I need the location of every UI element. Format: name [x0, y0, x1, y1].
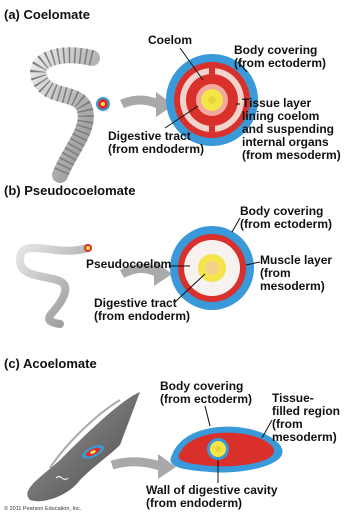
roundworm-icon: [20, 244, 92, 324]
tissue-layer-label: Tissue layer lining coelom and suspendin…: [242, 97, 341, 162]
muscle-layer-label: Muscle layer (from mesoderm): [260, 254, 332, 293]
arrow-c: [112, 454, 176, 479]
digestive-cavity-label: Wall of digestive cavity (from endoderm): [146, 484, 278, 510]
coelom-label: Coelom: [148, 34, 192, 47]
acoelomate-cross-section: [171, 427, 283, 473]
tissue-filled-label: Tissue- filled region (from mesoderm): [272, 392, 340, 444]
body-covering-label-c: Body covering (from ectoderm): [160, 380, 252, 406]
panel-b-title: (b) Pseudocoelomate: [4, 183, 135, 198]
flatworm-icon: [27, 392, 140, 501]
panel-a-title: (a) Coelomate: [4, 7, 90, 22]
pseudocoelom-label: Pseudocoelom: [86, 258, 171, 271]
digestive-tract-label-b: Digestive tract (from endoderm): [94, 297, 190, 323]
panel-c-title: (c) Acoelomate: [4, 356, 97, 371]
copyright-notice: © 2011 Pearson Education, Inc.: [4, 506, 81, 512]
body-covering-label-b: Body covering (from ectoderm): [240, 205, 332, 231]
body-covering-label-a: Body covering (from ectoderm): [234, 44, 326, 70]
earthworm-icon: [38, 55, 110, 175]
digestive-tract-label-a: Digestive tract (from endoderm): [108, 130, 204, 156]
